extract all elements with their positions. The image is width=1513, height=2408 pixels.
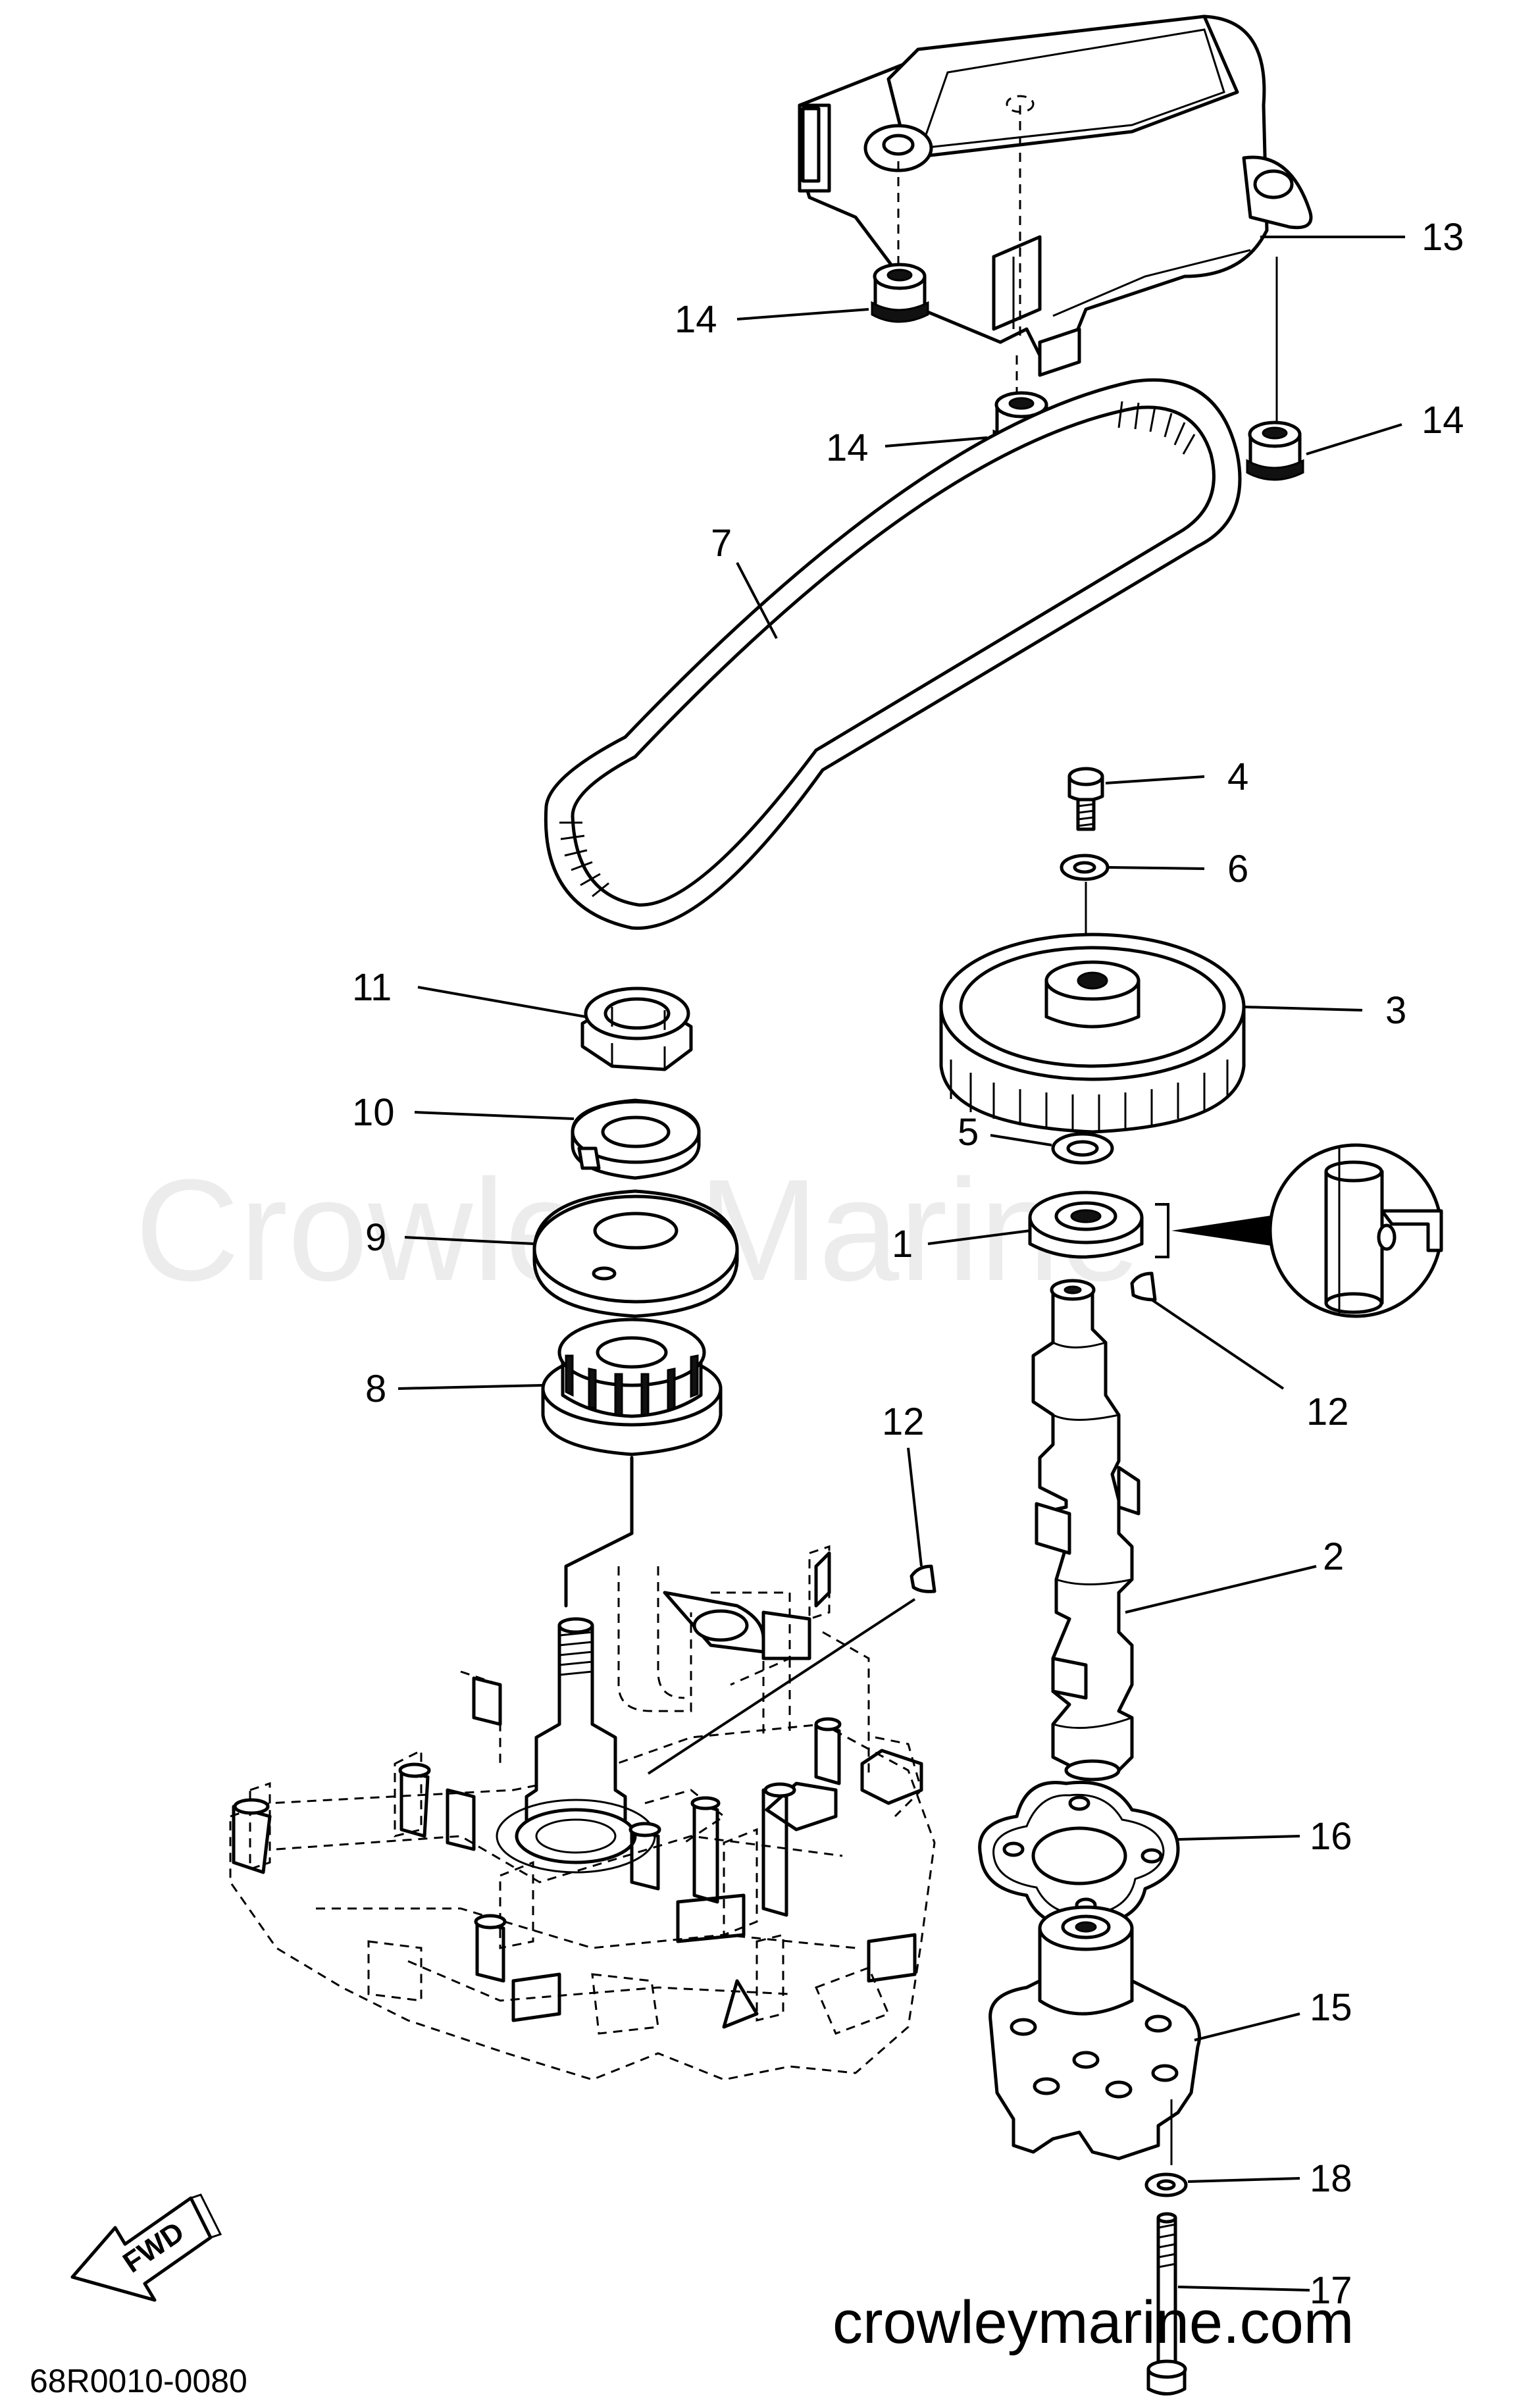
- callout-8: 8: [365, 1368, 386, 1410]
- callout-6: 6: [1227, 848, 1248, 890]
- grommet-part-right: [1246, 421, 1304, 481]
- pulley-plate-part: [532, 1189, 739, 1318]
- seal-orientation-bracket: [1155, 1203, 1169, 1258]
- key-to-crankshaft-guide: [647, 1598, 916, 1775]
- callout-11: 11: [352, 966, 392, 1009]
- oil-seal-part: [1028, 1191, 1144, 1259]
- washer-part-5: [1051, 1132, 1114, 1165]
- forward-direction-arrow: FWD: [70, 2193, 222, 2302]
- callout-18: 18: [1310, 2157, 1352, 2200]
- callout-2: 2: [1323, 1535, 1344, 1578]
- callout-13: 13: [1422, 216, 1464, 259]
- callout-14-center: 14: [826, 426, 869, 469]
- bolt-part: [1067, 767, 1104, 831]
- callout-17: 17: [1310, 2269, 1352, 2312]
- callout-12-lower: 12: [882, 1400, 925, 1443]
- gasket-part: [978, 1780, 1180, 1930]
- drive-sprocket-part: [541, 1318, 723, 1456]
- detail-pointer: [1171, 1214, 1280, 1247]
- washer-part-small: [1060, 854, 1110, 881]
- timing-belt-part: [544, 378, 1242, 930]
- sprocket-to-crankshaft-guide: [564, 1456, 634, 1608]
- key-orientation-detail: [1268, 1143, 1443, 1318]
- lock-washer-part: [571, 1098, 701, 1180]
- callout-1: 1: [892, 1223, 913, 1266]
- grommet-part-left: [871, 263, 929, 323]
- oil-pump-part: [988, 1905, 1201, 2161]
- timing-belt-cover-part: [798, 14, 1313, 377]
- camshaft-pulley-part: [939, 933, 1246, 1134]
- callout-numbers: 13 14 14 14 7 4 6 3 5 1 11 10 9 8 12 12 …: [352, 216, 1464, 2312]
- woodruff-key-part-upper: [1130, 1271, 1157, 1302]
- callout-15: 15: [1310, 1986, 1352, 2029]
- engine-block-solid-details: [232, 1551, 923, 2029]
- callout-3: 3: [1385, 989, 1406, 1032]
- callout-16: 16: [1310, 1815, 1352, 1858]
- callout-7: 7: [711, 522, 732, 565]
- callout-leaders: [397, 236, 1405, 2292]
- callout-14-left: 14: [675, 298, 717, 341]
- callout-4: 4: [1227, 756, 1248, 798]
- callout-10: 10: [352, 1091, 395, 1134]
- callout-14-right: 14: [1422, 399, 1464, 442]
- engine-block-reference: [229, 1545, 936, 2081]
- diagram-part-code: 68R0010-0080: [30, 2363, 247, 2399]
- camshaft-part: [1031, 1279, 1141, 1781]
- woodruff-key-part-lower: [910, 1564, 936, 1593]
- washer-part-18: [1144, 2172, 1188, 2197]
- crankshaft-part: [496, 1617, 656, 1874]
- callout-12-upper: 12: [1306, 1391, 1349, 1433]
- nut-part: [580, 986, 693, 1071]
- website-label: crowleymarine.com: [833, 2289, 1354, 2356]
- long-bolt-part: [1146, 2212, 1187, 2395]
- callout-9: 9: [365, 1216, 386, 1259]
- callout-5: 5: [958, 1111, 979, 1154]
